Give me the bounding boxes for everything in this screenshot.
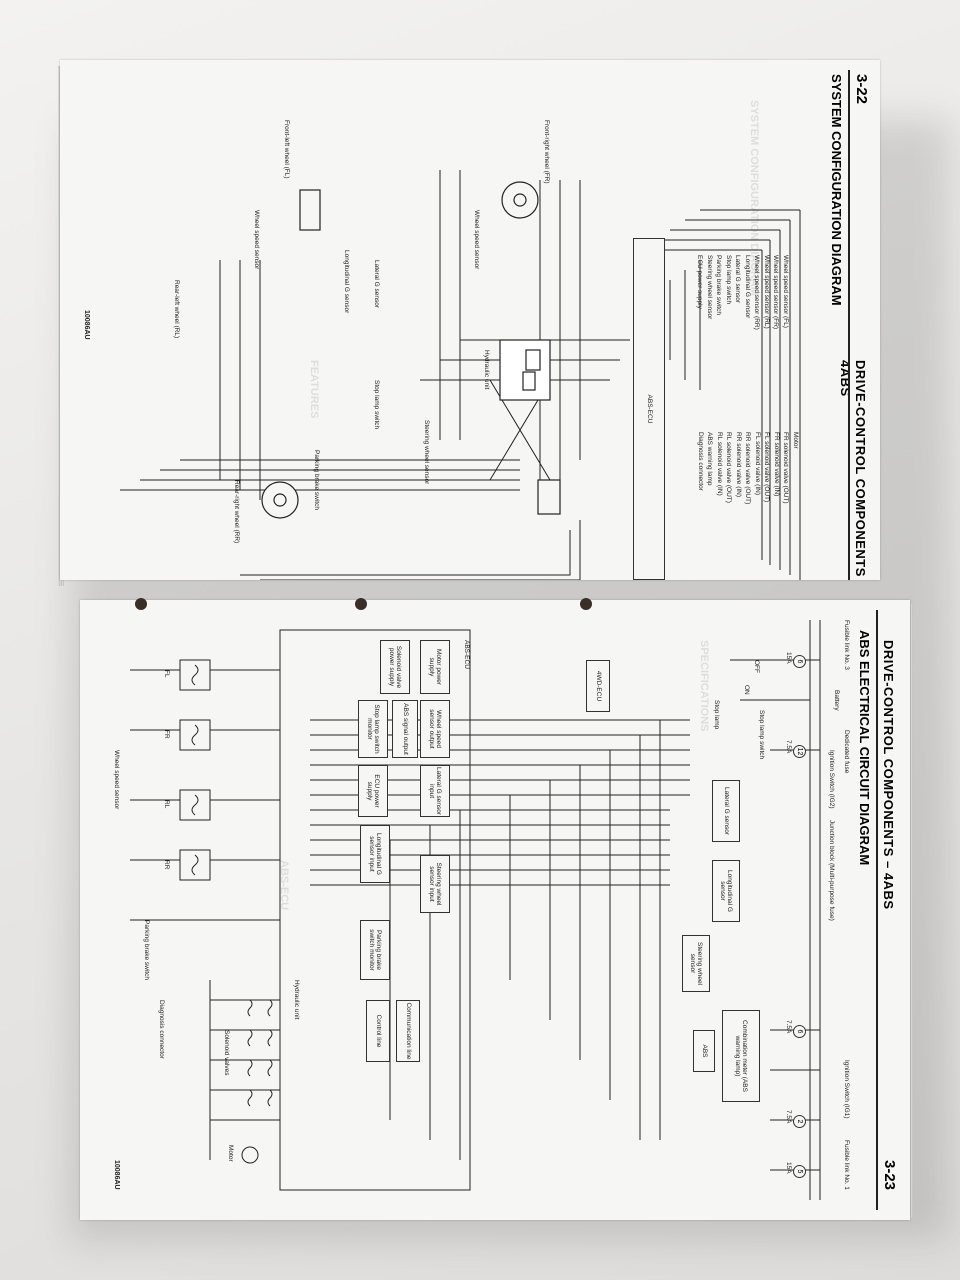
- ignition-ig1-label: Ignition Switch (IG1): [843, 1060, 850, 1119]
- ecu-output: FL solenoid valve (IN): [754, 432, 761, 495]
- steering-sensor-label: Steering wheel sensor: [423, 420, 430, 485]
- circuit-wiring: [130, 620, 821, 1200]
- ecu-input-list: Wheel speed sensor (FL) Wheel speed sens…: [695, 255, 790, 415]
- fuse-number: 12: [793, 745, 806, 758]
- configuration-wiring: [120, 170, 801, 580]
- wheel-label-rl: RL: [163, 800, 170, 809]
- ecu-input: Longitudinal G sensor: [744, 255, 751, 319]
- fuse-rating: 7.5A: [785, 1110, 792, 1124]
- wheel-label-fl: FL: [163, 670, 170, 678]
- combination-meter-block: Combination meter (ABS warning lamp): [722, 1010, 760, 1102]
- ecu-block-abs-signal: ABS signal output: [392, 700, 418, 758]
- awd-ecu-block: 4WD-ECU: [586, 660, 610, 712]
- ecu-block-lateral-g-input: Lateral G sensor input: [420, 765, 450, 817]
- ecu-block-communication-line: Communication line: [396, 1000, 420, 1062]
- ecu-block-ecu-power: ECU power supply: [358, 765, 388, 817]
- rear-right-wheel-label: Rear-right wheel (RR): [233, 480, 240, 544]
- ecu-output: FL solenoid valve (OUT): [763, 432, 771, 503]
- fuse-rating: 15A: [785, 1162, 792, 1174]
- longitudinal-g-label: Longitudinal G sensor: [343, 250, 350, 314]
- fuse-rating: 7.5A: [785, 1020, 792, 1034]
- ecu-block-control-line: Control line: [366, 1000, 390, 1062]
- ecu-input: Wheel speed sensor (RR): [753, 255, 761, 330]
- stop-lamp-label: Stop lamp: [713, 700, 720, 730]
- ecu-input: Wheel speed sensor (FR): [772, 255, 780, 330]
- ecu-block-wheel-speed-output: Wheel speed sensor output: [420, 700, 450, 758]
- fuse-rating: 7.5A: [785, 740, 792, 754]
- front-right-wheel-label: Front-right wheel (FR): [543, 120, 550, 184]
- ecu-input: Lateral G sensor: [734, 255, 742, 304]
- dedicated-fuse-label: Dedicated fuse: [843, 730, 850, 774]
- ecu-block-motor-power: Motor power supply: [420, 640, 450, 694]
- fuse-number: 6: [793, 1025, 806, 1038]
- ecu-input: Wheel speed sensor (RL): [763, 255, 770, 329]
- ignition-ig2-label: Ignition Switch (IG2): [828, 750, 835, 809]
- hydraulic-unit-label: Hydraulic unit: [483, 350, 490, 390]
- stop-lamp-switch-label: Stop lamp switch: [758, 710, 765, 760]
- figure-code: 10086AU: [113, 1160, 120, 1190]
- ecu-block-longitudinal-g-input: Longitudinal G sensor input: [360, 825, 390, 883]
- battery-label: Battery: [833, 690, 840, 711]
- page-3-22: SYSTEM CONFIGURATION DIAGRAM FEATURES 3-…: [60, 60, 880, 580]
- figure-code: 10086AU: [83, 310, 90, 340]
- parking-brake-switch-label: Parking brake switch: [143, 920, 150, 980]
- ecu-output: RL solenoid valve (OUT): [725, 432, 733, 503]
- ecu-input: Steering wheel sensor: [706, 255, 713, 320]
- ecu-output-list: Motor FR solenoid valve (OUT) FR solenoi…: [696, 432, 801, 580]
- front-left-wheel-label: Front-left wheel (FL): [283, 120, 290, 179]
- abs-ecu-block: ABS-ECU: [633, 238, 665, 580]
- lateral-g-sensor-block: Lateral G sensor: [712, 780, 740, 842]
- ecu-output: FR solenoid valve (OUT): [782, 432, 790, 504]
- abs-ecu-label: ABS-ECU: [645, 394, 653, 424]
- ecu-output: Diagnosis connector: [697, 432, 704, 491]
- parking-brake-label: Parking brake switch: [313, 450, 320, 510]
- ecu-block-solenoid-power: Solenoid valve power supply: [380, 640, 410, 694]
- fuse-rating: 15A: [785, 652, 792, 664]
- ecu-output: RR solenoid valve (IN): [735, 432, 742, 498]
- ecu-block-stop-lamp-monitor: Stop lamp switch monitor: [358, 700, 388, 758]
- wheel-speed-sensor-label: Wheel speed sensor: [253, 210, 260, 270]
- stop-lamp-label: Stop lamp switch: [373, 380, 380, 430]
- ecu-output: RR solenoid valve (OUT): [744, 432, 752, 505]
- spine-binding: [135, 598, 595, 610]
- motor-label: Motor: [227, 1145, 234, 1162]
- solenoid-valves-label: Solenoid valves: [223, 1030, 230, 1076]
- ecu-output: RL solenoid valve (IN): [716, 432, 723, 496]
- ecu-output: Motor: [792, 432, 799, 449]
- page-3-23: SPECIFICATIONS ABS-ECU DRIVE-CONTROL COM…: [80, 600, 910, 1220]
- wheel-label-rr: RR: [163, 860, 170, 870]
- rear-left-wheel-label: Rear-left wheel (RL): [173, 280, 180, 339]
- abs-warning-lamp: ABS: [693, 1030, 715, 1072]
- ecu-output: FR solenoid valve (IN): [773, 432, 780, 497]
- ecu-input: Wheel speed sensor (FL): [782, 255, 789, 328]
- fuse-number: 6: [793, 655, 806, 668]
- switch-off-label: OFF: [753, 660, 760, 673]
- diagnosis-connector-label: Diagnosis connector: [158, 1000, 165, 1059]
- fusible-link-3-label: Fusible link No. 3: [843, 620, 850, 670]
- ecu-block-parking-brake-monitor: Parking brake switch monitor: [360, 920, 390, 980]
- fuse-number: 5: [793, 1165, 806, 1178]
- ecu-block-steering-input: Steering wheel sensor input: [420, 855, 450, 913]
- hydraulic-unit-label: Hydraulic unit: [293, 980, 300, 1020]
- lateral-g-label: Lateral G sensor: [373, 260, 380, 309]
- wheel-speed-sensor-label: Wheel speed sensor: [473, 210, 480, 270]
- wheel-label-fr: FR: [163, 730, 170, 739]
- switch-on-label: ON: [743, 685, 750, 695]
- junction-block-label: Junction block (Multi-purpose fuse): [828, 820, 835, 921]
- ecu-input: ECU power supply: [696, 255, 704, 309]
- fusible-link-1-label: Fusible link No. 1: [843, 1140, 850, 1190]
- steering-wheel-sensor-block: Steering wheel sensor: [682, 935, 710, 992]
- ecu-output: ABS warning lamp: [706, 432, 714, 486]
- abs-ecu-label: ABS-ECU: [463, 640, 470, 669]
- longitudinal-g-sensor-block: Longitudinal G sensor: [712, 860, 740, 922]
- ecu-input: Parking brake switch: [715, 255, 723, 315]
- ecu-input: Stop lamp switch: [725, 255, 732, 305]
- fuse-number: 2: [793, 1115, 806, 1128]
- wheel-speed-sensor-label: Wheel speed sensor: [113, 750, 120, 810]
